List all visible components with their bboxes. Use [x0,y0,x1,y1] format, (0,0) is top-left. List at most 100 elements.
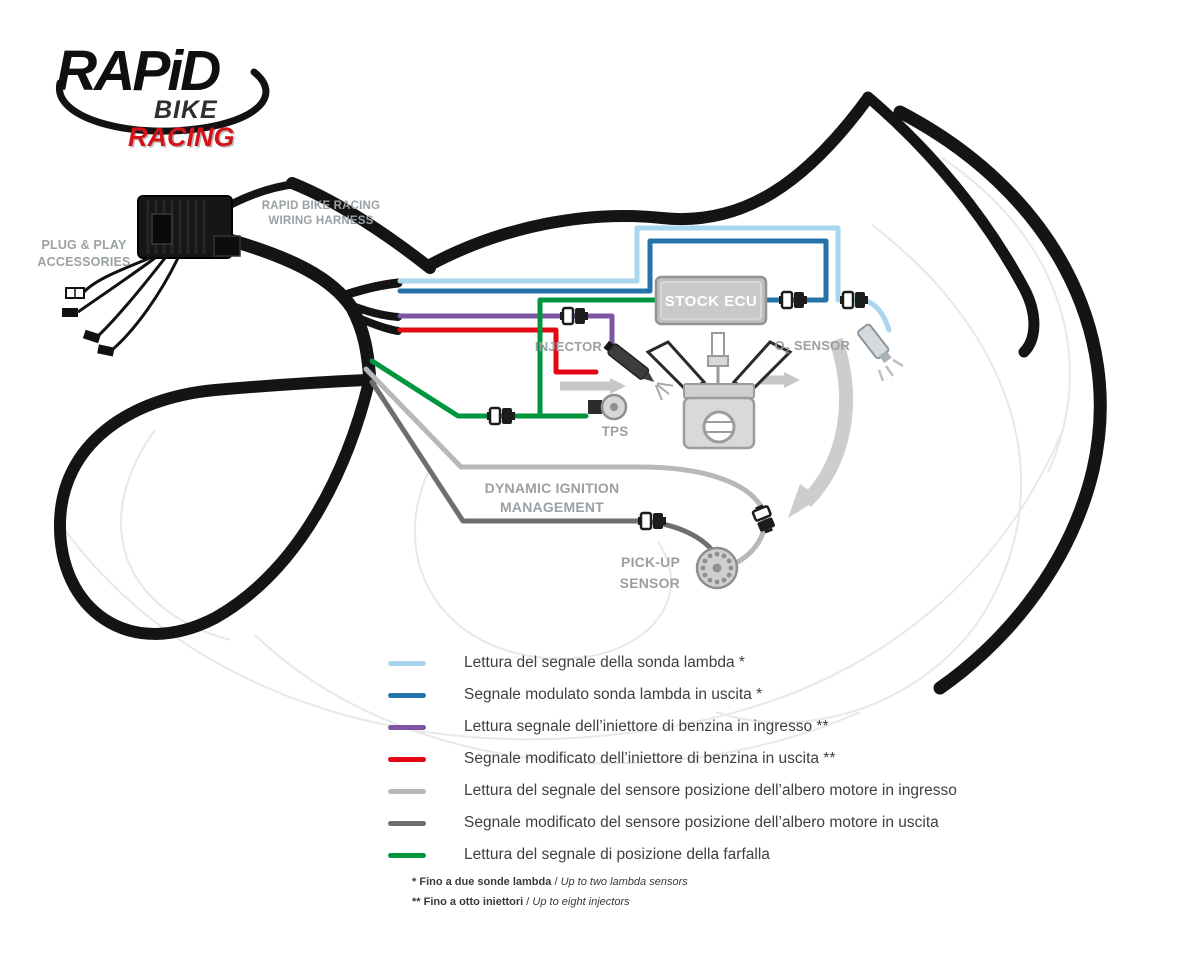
footnote-separator: / [526,896,530,908]
tps-axle [610,403,618,411]
footnote-separator: / [554,876,558,888]
harness-branch-3 [350,312,402,335]
footnote-lambda: * Fino a due sonde lambda / Up to two la… [412,876,688,896]
wiring-harness-label: RAPID BIKE RACING WIRING HARNESS [252,199,390,229]
dynamic-ignition-label: DYNAMIC IGNITION MANAGEMENT [468,479,636,517]
pickup-teeth [700,551,734,585]
plugplay-connector-3 [97,344,115,357]
footnotes: * Fino a due sonde lambda / Up to two la… [412,876,688,916]
plug-play-line1: PLUG & PLAY [41,238,127,252]
intake-runner-left [645,340,707,394]
wire-injector-output [397,327,599,375]
logo-swoosh-icon [56,68,270,135]
o2-sensor-sparks [877,358,904,382]
legend-item-label: Segnale modificato dell’iniettore di ben… [464,750,836,767]
exhaust-swoosh [800,337,853,507]
o2-label-subscript: 2 [784,345,791,356]
intake-arrow-head [610,378,626,394]
pickup-sensor-label: PICK-UP SENSOR [578,552,680,594]
harness-branch-2 [346,301,402,321]
stock-ecu-label: STOCK ECU [665,293,758,310]
rb-module-plate [151,213,173,245]
motorcycle-outline [53,91,1107,695]
connector-lambda-input [838,290,870,310]
dynamic-ignition-line1: DYNAMIC IGNITION [484,480,620,496]
o2-sensor-graphic [856,323,904,382]
cylinder-head [683,383,755,399]
dynamic-ignition-line2: MANAGEMENT [500,499,604,515]
footnote-english: Up to eight injectors [532,896,630,908]
legend-item-label: Segnale modificato del sensore posizione… [464,814,939,831]
injector-connector [603,340,616,353]
outline-tank [286,177,436,274]
pickup-sensor-graphic [695,546,739,590]
connector-crank-output [636,511,668,531]
connector-crank-input [750,501,778,537]
tps-connector [588,400,602,414]
exhaust-arrow-head [784,372,800,388]
outline-front-arc [893,105,1107,695]
logo-rapid-text: RAPiD [56,39,221,103]
pickup-hub [712,563,722,573]
stock-ecu-inner [660,281,762,320]
legend-color-swatch [388,756,426,762]
engine-graphic [645,332,793,450]
injector-graphic [603,340,674,401]
legend-color-swatch [388,660,426,666]
legend-color-swatch [388,820,426,826]
harness-cable [223,233,377,389]
footnote-italian: Fino a otto iniettori [423,896,524,908]
o2-sensor-tip [878,350,892,364]
pickup-line1: PICK-UP [621,554,680,570]
legend-item-label: Lettura del segnale del sensore posizion… [464,782,957,799]
outline-seat [422,92,874,272]
piston-rings [706,421,732,433]
footnote-italian: Fino a due sonde lambda [419,876,552,888]
plugplay-connector-2 [82,329,101,344]
plug-play-label: PLUG & PLAY ACCESSORIES [28,237,140,271]
injector-label: INJECTOR [534,339,602,354]
footnote-marker: * [412,876,417,888]
legend-color-swatch [388,724,426,730]
rb-module-graphic [62,195,241,357]
wire-lambda-output [397,238,829,303]
o2-sensor-label: O2 SENSOR [770,338,850,356]
exhaust-swoosh-head [788,484,820,518]
legend-item: Segnale modificato del sensore posizione… [388,807,957,839]
harness-branch-1 [337,278,403,301]
legend-item: Segnale modificato dell’iniettore di ben… [388,743,957,775]
legend-item: Lettura del segnale di posizione della f… [388,839,957,871]
wire-injector-input [397,313,615,346]
outline-tail [862,91,1040,358]
background-swirls [64,157,1071,765]
outline-module-link [224,180,300,210]
wiring-harness-line1: RAPID BIKE RACING [261,200,381,212]
o2-label-prefix: O [774,338,785,353]
stock-ecu-box: STOCK ECU [654,275,768,326]
tps-graphic [588,393,628,421]
legend-item-label: Segnale modulato sonda lambda in uscita … [464,686,763,703]
legend-color-swatch [388,788,426,794]
legend-item: Lettura del segnale della sonda lambda * [388,647,957,679]
logo-bike-text: BIKE [154,96,218,124]
legend-item-label: Lettura segnale dell’iniettore di benzin… [464,718,829,735]
spark-plug-hex [707,355,729,367]
injector-body [607,343,650,380]
wire-lambda-input [397,225,892,333]
intake-runner-right [731,340,793,394]
legend-item: Lettura segnale dell’iniettore di benzin… [388,711,957,743]
logo-racing-text: RACING [128,122,235,152]
plug-play-line2: ACCESSORIES [37,255,131,269]
wire-tps-input [369,358,589,419]
legend-color-swatch [388,852,426,858]
injector-nozzle [642,371,655,382]
legend-item: Segnale modulato sonda lambda in uscita … [388,679,957,711]
connector-injector-input [558,306,590,326]
connector-tps [485,406,517,426]
legend: Lettura del segnale della sonda lambda *… [388,647,957,871]
legend-color-swatch [388,692,426,698]
plugplay-connector-1 [62,308,78,317]
piston-icon [702,410,736,444]
wire-tps-branch [537,297,658,419]
